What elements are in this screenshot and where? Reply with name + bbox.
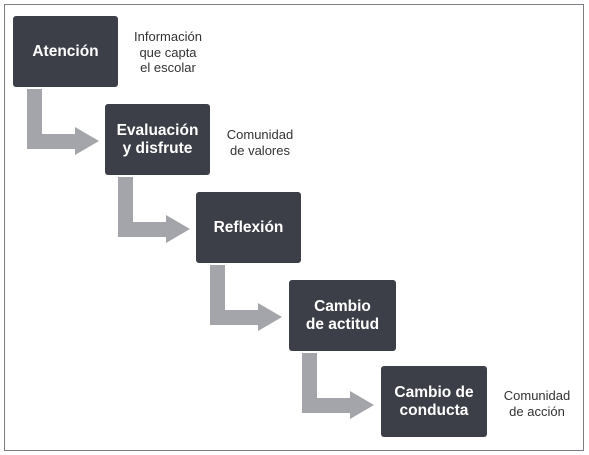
elbow-arrow-2 bbox=[118, 177, 190, 243]
elbow-arrow-3 bbox=[210, 265, 282, 331]
note-comunidad-valores: Comunidad de valores bbox=[226, 127, 294, 158]
step-label: Cambio de actitud bbox=[305, 297, 380, 333]
step-label: Evaluación y disfrute bbox=[116, 121, 199, 157]
step-reflexion: Reflexión bbox=[196, 192, 301, 263]
step-cambio-actitud: Cambio de actitud bbox=[289, 280, 396, 351]
elbow-arrow-1 bbox=[27, 89, 99, 155]
note-informacion: Información que capta el escolar bbox=[134, 29, 202, 75]
note-comunidad-accion: Comunidad de acción bbox=[503, 388, 571, 419]
step-label: Reflexión bbox=[213, 218, 284, 236]
step-cambio-conducta: Cambio de conducta bbox=[381, 366, 487, 437]
step-label: Atención bbox=[32, 42, 99, 60]
elbow-arrow-4 bbox=[302, 353, 374, 419]
step-atencion: Atención bbox=[13, 16, 118, 87]
step-label: Cambio de conducta bbox=[394, 383, 474, 419]
step-evaluacion-disfrute: Evaluación y disfrute bbox=[105, 104, 210, 175]
